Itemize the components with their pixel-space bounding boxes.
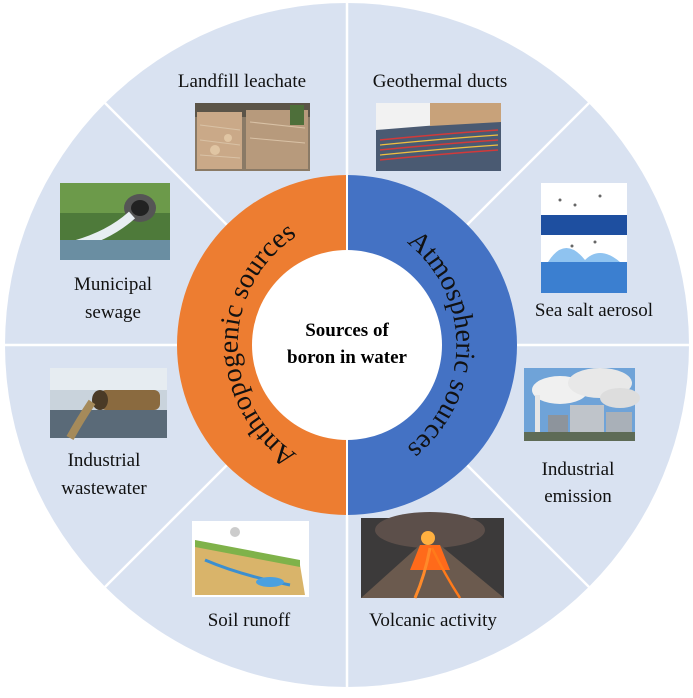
center-circle: [252, 250, 442, 440]
sector-sea-salt-aerosol: Sea salt aerosol: [535, 183, 653, 321]
volcanic-activity-label: Volcanic activity: [369, 610, 497, 631]
sector-landfill-leachate: Landfill leachate: [178, 71, 310, 171]
industrial-emission-label-line1: Industrial: [542, 459, 615, 480]
geothermal-ducts-label: Geothermal ducts: [373, 71, 508, 92]
landfill-leachate-photo: [195, 103, 310, 171]
landfill-leachate-label: Landfill leachate: [178, 71, 306, 92]
municipal-sewage-label-line2: sewage: [85, 302, 141, 323]
sea-salt-aerosol-diagram: [541, 183, 627, 293]
industrial-emission-label-line2: emission: [544, 486, 612, 507]
municipal-sewage-photo: [60, 183, 170, 260]
industrial-wastewater-label-line2: wastewater: [61, 478, 147, 499]
volcanic-activity-photo: [361, 512, 504, 599]
industrial-wastewater-photo: [50, 368, 167, 440]
sector-municipal-sewage: Municipal sewage: [60, 183, 170, 323]
soil-runoff-diagram: [192, 521, 309, 597]
sector-soil-runoff: Soil runoff: [192, 521, 309, 631]
geothermal-ducts-photo: [376, 103, 501, 171]
industrial-emission-photo: [524, 368, 640, 441]
center-title-line2: boron in water: [287, 347, 408, 368]
sector-industrial-wastewater: Industrial wastewater: [50, 368, 167, 499]
sea-salt-aerosol-label: Sea salt aerosol: [535, 300, 653, 321]
sector-geothermal-ducts: Geothermal ducts: [373, 71, 508, 171]
center-title-line1: Sources of: [305, 320, 389, 341]
municipal-sewage-label-line1: Municipal: [74, 274, 152, 295]
soil-runoff-label: Soil runoff: [208, 610, 291, 631]
sector-volcanic-activity: Volcanic activity: [361, 512, 504, 631]
sector-industrial-emission: Industrial emission: [524, 368, 640, 507]
industrial-wastewater-label-line1: Industrial: [68, 450, 141, 471]
